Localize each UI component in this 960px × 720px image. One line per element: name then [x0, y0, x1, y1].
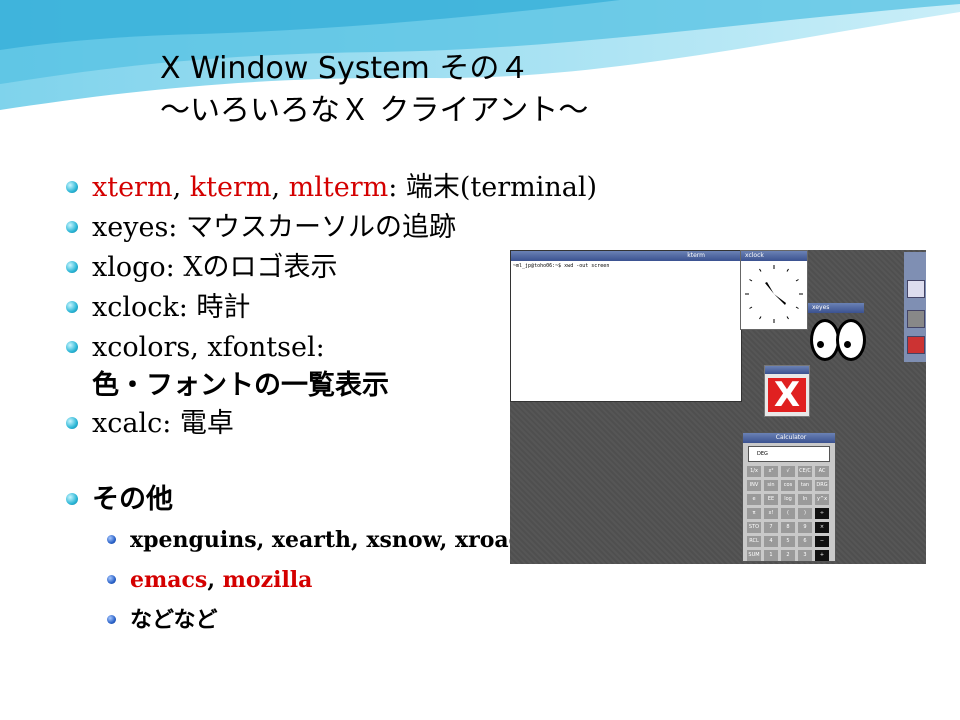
bullet-icon: [66, 493, 78, 505]
bullet-item: xeyes: マウスカーソルの追跡: [66, 208, 766, 248]
calc-key: 5: [781, 536, 795, 547]
slide-title: X Window System その４ ～いろいろなＸ クライアント～: [160, 48, 588, 132]
bullet-0-text-3: ,: [271, 172, 289, 203]
bullet-item: xclock: 時計: [66, 288, 766, 328]
calc-key: 1: [764, 550, 778, 561]
calc-key: ×: [815, 522, 829, 533]
x-logo-icon: X: [768, 378, 806, 412]
bullet-item: xlogo: Xのロゴ表示: [66, 248, 766, 288]
calc-key: cos: [781, 480, 795, 491]
bullet-item: xcolors, xfontsel:: [66, 328, 766, 368]
calc-key: 9: [798, 522, 812, 533]
xlogo-window: X: [764, 365, 810, 417]
calc-key: EE: [764, 494, 778, 505]
calc-key: INV: [747, 480, 761, 491]
calc-key: (: [781, 508, 795, 519]
kterm-window: kterm ~ml_jp@toho06:~$ xwd -out screen: [510, 250, 742, 402]
bullet-3-text-0: xclock: 時計: [92, 292, 251, 323]
sub-bullet-item: などなど: [104, 600, 766, 640]
pager-icon: [907, 310, 925, 328]
left-eye-icon: [810, 319, 840, 361]
xclock-window: xclock: [740, 250, 808, 330]
bullet-icon: [66, 341, 78, 353]
xeyes-titlebar: xeyes: [808, 303, 864, 313]
bullet-icon: [66, 417, 78, 429]
bullet-icon: [66, 261, 78, 273]
calc-key: tan: [798, 480, 812, 491]
sub-bullet-icon: [107, 575, 116, 584]
other-label: その他: [92, 484, 173, 515]
calc-key: SUM: [747, 550, 761, 561]
calc-key: 7: [764, 522, 778, 533]
calc-key: x²: [764, 466, 778, 477]
bullet-item: xterm, kterm, mlterm: 端末(terminal): [66, 168, 766, 208]
bullet-2-text-0: xlogo: Xのロゴ表示: [92, 252, 338, 283]
header-wave-decoration: [0, 0, 960, 114]
sub-2-text-0: などなど: [130, 607, 218, 633]
clock-face-icon: [745, 265, 803, 323]
checkbox-app-icon: [907, 280, 925, 298]
calc-key: √: [781, 466, 795, 477]
xeyes-window: xeyes: [808, 303, 866, 361]
bullet-0-text-1: ,: [172, 172, 190, 203]
calc-key: 1/x: [747, 466, 761, 477]
title-line-2: ～いろいろなＸ クライアント～: [160, 93, 589, 128]
calc-key: x!: [764, 508, 778, 519]
bullet-item-other: その他: [66, 480, 766, 520]
bullet-icon: [66, 181, 78, 193]
desktop-screenshot: kterm ~ml_jp@toho06:~$ xwd -out screen x…: [510, 250, 926, 564]
kterm-titlebar: kterm: [511, 251, 741, 261]
gear-app-icon: [907, 336, 925, 354]
calc-key: sin: [764, 480, 778, 491]
bullet-0-text-2: kterm: [189, 172, 272, 203]
calc-key: 8: [781, 522, 795, 533]
sub-1-text-2: mozilla: [222, 567, 313, 593]
bullet-0-text-5: : 端末(terminal): [388, 172, 598, 203]
calc-key: ln: [798, 494, 812, 505]
bullet-continuation: 色・フォントの一覧表示: [92, 370, 389, 401]
bullet-1-text-0: xeyes: マウスカーソルの追跡: [92, 212, 456, 243]
side-panel: [904, 252, 926, 362]
calc-key: +: [815, 550, 829, 561]
calc-key: ÷: [815, 508, 829, 519]
calc-key: STO: [747, 522, 761, 533]
right-eye-icon: [836, 319, 866, 361]
calc-key: e: [747, 494, 761, 505]
sub-bullet-icon: [107, 615, 116, 624]
kterm-command-line: ~ml_jp@toho06:~$ xwd -out screen: [513, 263, 610, 269]
calc-key: ): [798, 508, 812, 519]
calc-key: y^x: [815, 494, 829, 505]
bullet-5-text-0: xcalc: 電卓: [92, 408, 234, 439]
sub-1-text-1: ,: [207, 567, 223, 593]
bullet-0-text-0: xterm: [92, 172, 173, 203]
calc-key: CE/C: [798, 466, 812, 477]
bullet-icon: [66, 301, 78, 313]
sub-bullet-item: emacs, mozilla: [104, 560, 766, 600]
calc-key: π: [747, 508, 761, 519]
bullet-icon: [66, 221, 78, 233]
bullet-list: xterm, kterm, mlterm: 端末(terminal) xeyes:…: [66, 168, 778, 640]
calc-key: AC: [815, 466, 829, 477]
bullet-0-text-4: mlterm: [288, 172, 389, 203]
calc-key: DRG: [815, 480, 829, 491]
sub-1-text-0: emacs: [130, 567, 208, 593]
calc-titlebar: Calculator: [743, 433, 835, 443]
calc-key: 3: [798, 550, 812, 561]
calc-key: RCL: [747, 536, 761, 547]
xlogo-titlebar: [765, 366, 809, 374]
calc-display: DEG: [748, 446, 830, 462]
calc-key: 6: [798, 536, 812, 547]
calc-key: 4: [764, 536, 778, 547]
calc-key: log: [781, 494, 795, 505]
calc-key: −: [815, 536, 829, 547]
bullet-item: xcalc: 電卓: [66, 404, 766, 444]
xclock-titlebar: xclock: [741, 251, 807, 261]
bullet-4-text-0: xcolors, xfontsel:: [92, 332, 325, 363]
title-line-1: X Window System その４: [160, 51, 530, 86]
sub-bullet-icon: [107, 535, 116, 544]
calc-key: 2: [781, 550, 795, 561]
